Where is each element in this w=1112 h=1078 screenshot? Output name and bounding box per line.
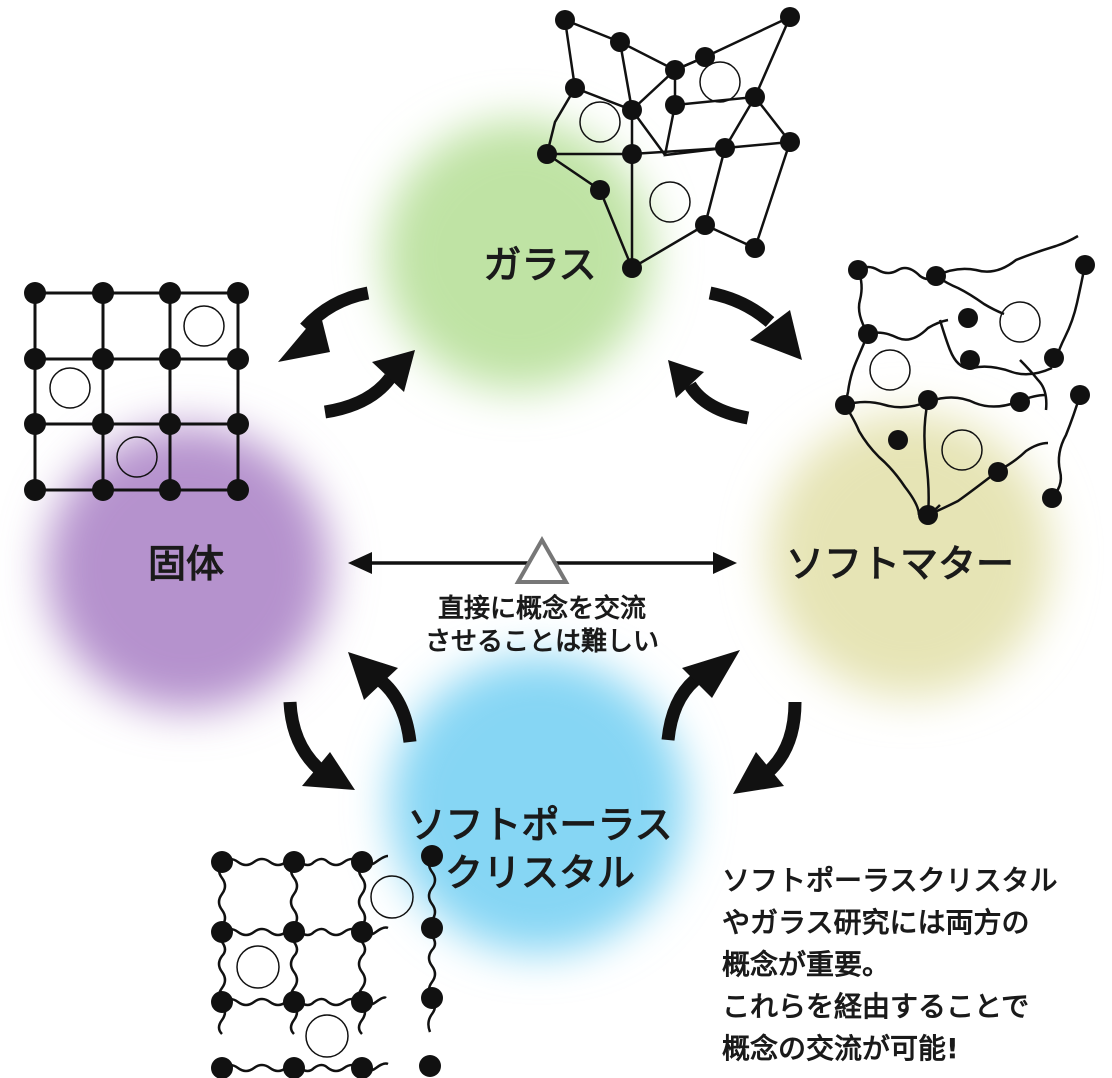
center-note-line1: 直接に概念を交流 — [438, 593, 646, 624]
arrow-glass-to-soft-head — [750, 310, 802, 360]
center-note-line2: させることは難しい — [425, 627, 659, 657]
arrow-solid-to-porous — [283, 701, 325, 775]
side-note-line2: やガラス研究には両方の — [722, 906, 1029, 939]
arrow-glass-to-solid — [300, 286, 370, 333]
soft-porous-crystal-label-line1: ソフトポーラス — [407, 803, 672, 847]
fulcrum-triangle-icon — [514, 535, 570, 584]
arrow-porous-to-solid-head — [348, 652, 398, 700]
arrow-porous-to-solid — [375, 674, 417, 743]
soft-porous-crystal-label-line2: クリスタル — [445, 851, 635, 895]
arrow-porous-to-soft — [661, 675, 700, 741]
solid-label: 固体 — [148, 542, 224, 586]
solid-circle — [46, 426, 330, 710]
arrow-porous-to-soft-head — [682, 650, 740, 698]
glass-circle — [383, 120, 653, 390]
arrow-soft-to-porous-head — [733, 752, 784, 794]
glass-label: ガラス — [483, 243, 596, 287]
arrow-soft-to-glass — [684, 381, 750, 425]
arrow-solid-to-glass-head — [372, 350, 415, 392]
curved-arrows — [278, 286, 802, 794]
wavy-lattice-icon — [211, 845, 443, 1078]
center-double-arrow — [348, 535, 737, 584]
soft-matter-label: ソフトマター — [786, 542, 1014, 586]
side-note-line1: ソフトポーラスクリスタル — [722, 864, 1057, 897]
arrow-solid-to-glass — [323, 373, 396, 419]
square-lattice-icon — [24, 282, 249, 501]
side-note-line5: 概念の交流が可能! — [722, 1032, 959, 1065]
arrow-glass-to-solid-head — [278, 312, 330, 362]
wavy-network-icon — [835, 234, 1095, 525]
side-note-line3: 概念が重要。 — [722, 948, 890, 981]
arrow-solid-to-porous-head — [302, 752, 355, 790]
side-note-line4: これらを経由することで — [722, 990, 1029, 1023]
arrow-glass-to-soft — [708, 286, 775, 327]
soft-porous-crystal-circle — [390, 657, 686, 953]
arrow-soft-to-porous — [763, 701, 802, 777]
arrow-soft-to-glass-head — [668, 360, 704, 398]
disordered-network-icon — [537, 7, 800, 278]
